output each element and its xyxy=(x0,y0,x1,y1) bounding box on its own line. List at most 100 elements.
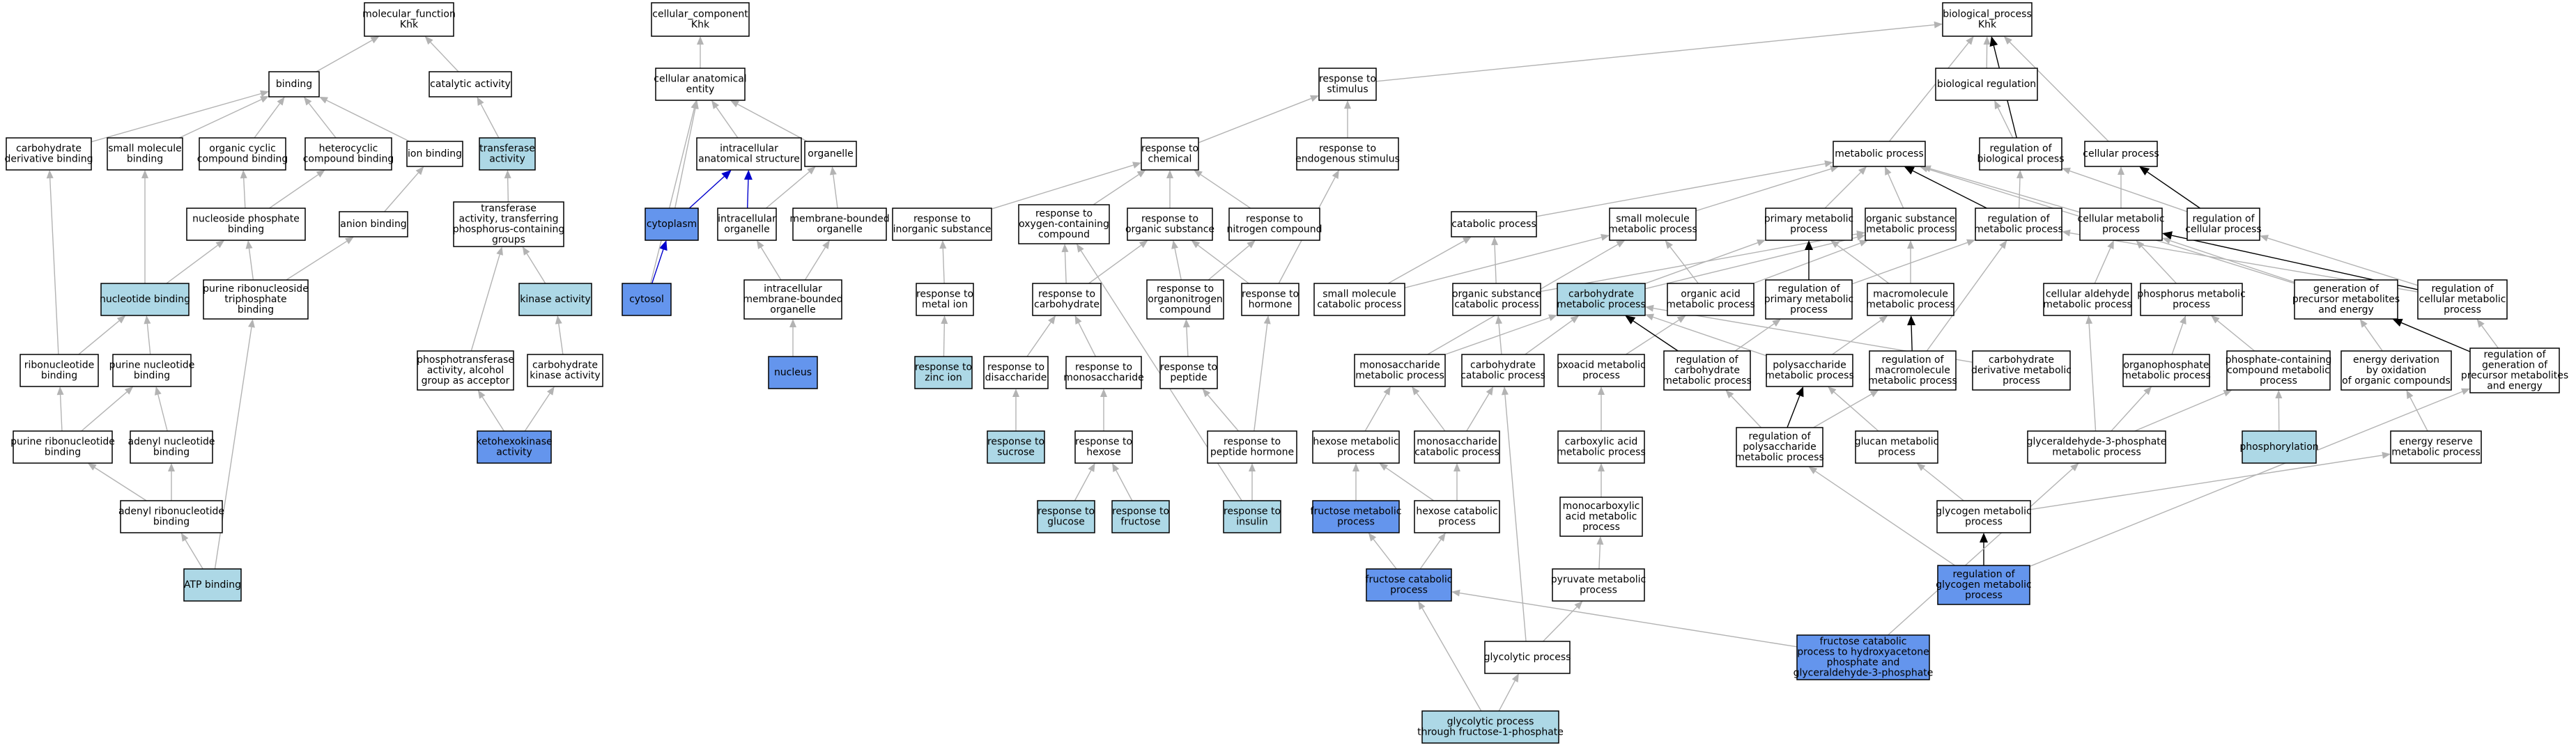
node-glycolytic[interactable]: glycolytic process xyxy=(1484,641,1571,674)
node-binding[interactable]: binding xyxy=(268,71,320,97)
node-catalytic[interactable]: catalytic activity xyxy=(429,71,512,97)
node-anion[interactable]: anion binding xyxy=(339,211,408,237)
node-cytosol[interactable]: cytosol xyxy=(622,283,672,316)
node-cellproc[interactable]: cellular process xyxy=(2083,141,2159,167)
node-atp[interactable]: ATP binding xyxy=(183,568,242,602)
node-cytoplasm[interactable]: cytoplasm xyxy=(645,208,699,241)
node-bioreg[interactable]: biological regulation xyxy=(1935,68,2038,101)
node-metab[interactable]: metabolic process xyxy=(1833,141,1926,167)
node-nucbind[interactable]: nucleotide binding xyxy=(100,283,190,316)
node-catab[interactable]: catabolic process xyxy=(1451,211,1537,237)
node-nucleus[interactable]: nucleus xyxy=(768,356,818,389)
node-phosphorylation[interactable]: phosphorylation xyxy=(2239,430,2319,464)
node-organelle[interactable]: organelle xyxy=(804,141,857,167)
node-ionbind[interactable]: ion binding xyxy=(406,141,463,167)
node-kinase[interactable]: kinase activity xyxy=(518,283,592,316)
